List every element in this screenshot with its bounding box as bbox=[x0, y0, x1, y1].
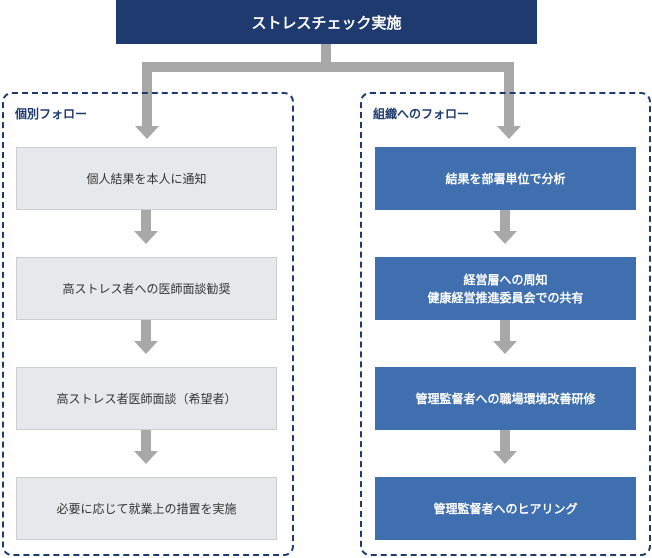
left-arrow-1-head bbox=[134, 231, 158, 244]
right-step-2: 経営層への周知 健康経営推進委員会での共有 bbox=[375, 257, 636, 320]
left-step-1-label: 個人結果を本人に通知 bbox=[86, 171, 207, 186]
top-connector-horizontal bbox=[142, 62, 514, 72]
left-branch-shaft bbox=[142, 62, 152, 126]
right-step-3: 管理監督者への職場環境改善研修 bbox=[375, 367, 636, 430]
left-branch-arrowhead bbox=[135, 126, 159, 139]
right-step-3-label: 管理監督者への職場環境改善研修 bbox=[415, 391, 596, 406]
right-panel-organizational-follow-up bbox=[360, 92, 651, 556]
right-arrow-3-head bbox=[493, 451, 517, 464]
right-branch-arrowhead bbox=[497, 126, 521, 139]
left-step-3-label: 高ストレス者医師面談（希望者） bbox=[56, 391, 237, 406]
left-step-4: 必要に応じて就業上の措置を実施 bbox=[16, 477, 277, 540]
left-arrow-3-shaft bbox=[141, 430, 151, 451]
top-step-label: ストレスチェック実施 bbox=[251, 13, 402, 32]
right-step-4: 管理監督者へのヒアリング bbox=[375, 477, 636, 540]
left-step-2: 高ストレス者への医師面談勧奨 bbox=[16, 257, 277, 320]
top-connector-vertical bbox=[321, 44, 331, 66]
right-step-2-label: 経営層への周知 健康経営推進委員会での共有 bbox=[427, 272, 584, 305]
right-panel-title: 組織へのフォロー bbox=[373, 107, 470, 121]
right-arrow-2-head bbox=[493, 341, 517, 354]
left-step-1: 個人結果を本人に通知 bbox=[16, 147, 277, 210]
left-arrow-3-head bbox=[134, 451, 158, 464]
top-step-box: ストレスチェック実施 bbox=[116, 0, 537, 44]
left-panel-individual-follow-up bbox=[2, 92, 294, 556]
left-panel-title: 個別フォロー bbox=[15, 107, 88, 121]
right-step-4-label: 管理監督者へのヒアリング bbox=[433, 501, 578, 516]
right-arrow-3-shaft bbox=[500, 430, 510, 451]
right-arrow-1-shaft bbox=[500, 210, 510, 231]
left-step-4-label: 必要に応じて就業上の措置を実施 bbox=[56, 501, 237, 516]
right-step-1: 結果を部署単位で分析 bbox=[375, 147, 636, 210]
left-step-3: 高ストレス者医師面談（希望者） bbox=[16, 367, 277, 430]
right-branch-shaft bbox=[504, 62, 514, 126]
left-arrow-1-shaft bbox=[141, 210, 151, 231]
left-arrow-2-shaft bbox=[141, 320, 151, 341]
right-arrow-2-shaft bbox=[500, 320, 510, 341]
left-step-2-label: 高ストレス者への医師面談勧奨 bbox=[62, 281, 231, 296]
right-arrow-1-head bbox=[493, 231, 517, 244]
right-step-1-label: 結果を部署単位で分析 bbox=[445, 171, 566, 186]
left-arrow-2-head bbox=[134, 341, 158, 354]
